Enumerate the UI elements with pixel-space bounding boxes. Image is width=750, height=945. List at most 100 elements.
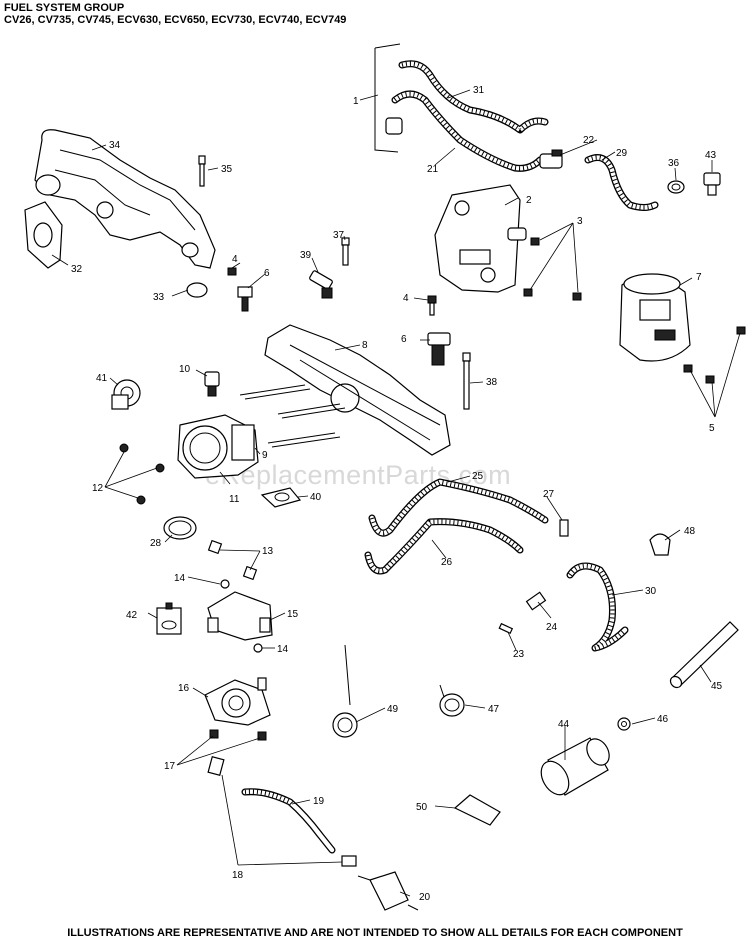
part-38-bolt[interactable] bbox=[462, 352, 471, 410]
part-50-clamp[interactable] bbox=[453, 794, 501, 826]
callout-31: 31 bbox=[473, 85, 485, 96]
callout-17: 17 bbox=[164, 761, 176, 772]
callout-21: 21 bbox=[427, 164, 439, 175]
callout-1: 1 bbox=[353, 96, 359, 107]
callout-36: 36 bbox=[668, 158, 680, 169]
callout-37: 37 bbox=[333, 230, 345, 241]
part-34-intake-manifold[interactable] bbox=[34, 129, 216, 269]
part-27-clip[interactable] bbox=[559, 519, 569, 537]
callout-33: 33 bbox=[153, 292, 165, 303]
part-48-clamp[interactable] bbox=[649, 533, 671, 556]
part-28-gasket-ring[interactable] bbox=[163, 516, 197, 540]
part-9-studs[interactable] bbox=[239, 384, 346, 448]
callout-12: 12 bbox=[92, 483, 104, 494]
callout-16: 16 bbox=[178, 683, 190, 694]
part-21-fuel-hose[interactable] bbox=[391, 90, 544, 172]
part-18-fitting[interactable] bbox=[207, 755, 357, 867]
part-20-inline-filter[interactable] bbox=[357, 871, 419, 911]
part-7-fuel-pump[interactable] bbox=[619, 273, 691, 362]
part-31-fuel-hose[interactable] bbox=[398, 60, 549, 134]
callout-18: 18 bbox=[232, 870, 244, 881]
callout-4: 4 bbox=[232, 254, 238, 265]
diagram-title: FUEL SYSTEM GROUP bbox=[4, 2, 125, 14]
part-2-bracket[interactable] bbox=[434, 184, 527, 293]
callout-14: 14 bbox=[174, 573, 186, 584]
part-49-clamp[interactable] bbox=[332, 644, 358, 738]
part-16-fuel-pump[interactable] bbox=[204, 677, 271, 726]
part-15-bracket[interactable] bbox=[207, 591, 273, 641]
part-43-fitting[interactable] bbox=[703, 172, 721, 196]
callout-24: 24 bbox=[546, 622, 558, 633]
part-36-clamp[interactable] bbox=[667, 180, 685, 194]
part-8-fuel-rail[interactable] bbox=[264, 324, 451, 456]
callout-9: 9 bbox=[262, 450, 268, 461]
part-3-screws[interactable] bbox=[523, 237, 582, 301]
part-25-hose[interactable] bbox=[368, 478, 549, 537]
callout-6b: 6 bbox=[401, 334, 407, 345]
callout-28: 28 bbox=[150, 538, 162, 549]
callout-45: 45 bbox=[711, 681, 723, 692]
callout-39: 39 bbox=[300, 250, 312, 261]
callout-41: 41 bbox=[96, 373, 108, 384]
part-19-hose[interactable] bbox=[241, 788, 336, 854]
part-13-plates[interactable] bbox=[207, 539, 258, 581]
callout-27: 27 bbox=[543, 489, 555, 500]
callout-23: 23 bbox=[513, 649, 525, 660]
part-10-injector[interactable] bbox=[204, 371, 220, 397]
part-42-label[interactable] bbox=[156, 602, 182, 635]
callout-20: 20 bbox=[419, 892, 431, 903]
callout-6: 6 bbox=[264, 268, 270, 279]
part-6-injector[interactable] bbox=[237, 286, 451, 366]
callout-2: 2 bbox=[526, 195, 532, 206]
callout-10: 10 bbox=[179, 364, 191, 375]
callout-8: 8 bbox=[362, 340, 368, 351]
part-46-nut[interactable] bbox=[617, 717, 631, 731]
callout-13: 13 bbox=[262, 546, 274, 557]
part-11-throttle-body[interactable] bbox=[177, 414, 259, 479]
callout-46: 46 bbox=[657, 714, 669, 725]
callout-48: 48 bbox=[684, 526, 696, 537]
callout-14b: 14 bbox=[277, 644, 289, 655]
part-4-screw[interactable] bbox=[227, 267, 437, 316]
callout-29: 29 bbox=[616, 148, 628, 159]
part-40-gasket[interactable] bbox=[260, 487, 302, 508]
part-17-screws[interactable] bbox=[209, 729, 267, 741]
part-5-screws[interactable] bbox=[683, 326, 746, 384]
callout-25: 25 bbox=[472, 471, 484, 482]
callout-15: 15 bbox=[287, 609, 299, 620]
callout-11: 11 bbox=[229, 494, 240, 505]
part-44-fuel-filter[interactable] bbox=[536, 735, 614, 800]
callout-19: 19 bbox=[313, 796, 325, 807]
callout-35: 35 bbox=[221, 164, 233, 175]
callout-26: 26 bbox=[441, 557, 453, 568]
callout-34: 34 bbox=[109, 140, 121, 151]
callout-43: 43 bbox=[705, 150, 717, 161]
part-24-connector[interactable] bbox=[525, 591, 547, 611]
part-33-o-ring[interactable] bbox=[186, 282, 208, 298]
part-22-connector[interactable] bbox=[539, 149, 563, 169]
part-35-bolt[interactable] bbox=[198, 155, 206, 187]
callout-5: 5 bbox=[709, 423, 715, 434]
part-41-elbow[interactable] bbox=[111, 379, 141, 410]
part-23-pin[interactable] bbox=[498, 622, 514, 635]
callout-50: 50 bbox=[416, 802, 428, 813]
part-26-hose[interactable] bbox=[364, 518, 524, 575]
part-29-fuel-hose[interactable] bbox=[584, 154, 659, 211]
callout-40: 40 bbox=[310, 492, 322, 503]
callout-42: 42 bbox=[126, 610, 138, 621]
part-39-sensor[interactable] bbox=[309, 270, 333, 299]
callout-49: 49 bbox=[387, 704, 399, 715]
callout-4b: 4 bbox=[403, 293, 409, 304]
part-30-hose[interactable] bbox=[566, 562, 629, 652]
callout-30: 30 bbox=[645, 586, 657, 597]
callout-38: 38 bbox=[486, 377, 498, 388]
part-45-tube[interactable] bbox=[668, 621, 739, 690]
part-47-clamp[interactable] bbox=[439, 684, 465, 717]
callout-22: 22 bbox=[583, 135, 595, 146]
part-1-fuel-line-assembly[interactable] bbox=[374, 43, 403, 153]
part-37-bolt[interactable] bbox=[341, 237, 350, 266]
part-12-nuts[interactable] bbox=[119, 443, 165, 505]
model-list: CV26, CV735, CV745, ECV630, ECV650, ECV7… bbox=[4, 14, 347, 26]
disclaimer-footer: ILLUSTRATIONS ARE REPRESENTATIVE AND ARE… bbox=[67, 927, 683, 939]
